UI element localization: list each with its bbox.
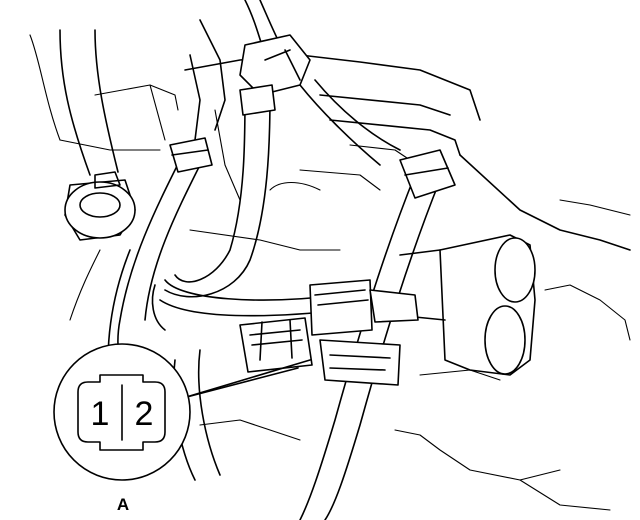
upper-connector — [309, 279, 419, 336]
middle-hose — [151, 84, 346, 331]
callout-label: A — [117, 495, 129, 514]
left-long-hose — [117, 137, 213, 381]
connector-callout: 1 2 — [53, 343, 311, 481]
solenoid-valve — [394, 234, 536, 376]
left-hose — [59, 29, 136, 241]
pin-2-label: 2 — [135, 395, 154, 433]
pin-1-label: 1 — [91, 395, 110, 433]
harness-connector — [239, 317, 401, 386]
engine-housing — [29, 34, 631, 511]
upper-hoses — [189, 0, 401, 166]
right-diagonal-hose — [299, 149, 456, 520]
